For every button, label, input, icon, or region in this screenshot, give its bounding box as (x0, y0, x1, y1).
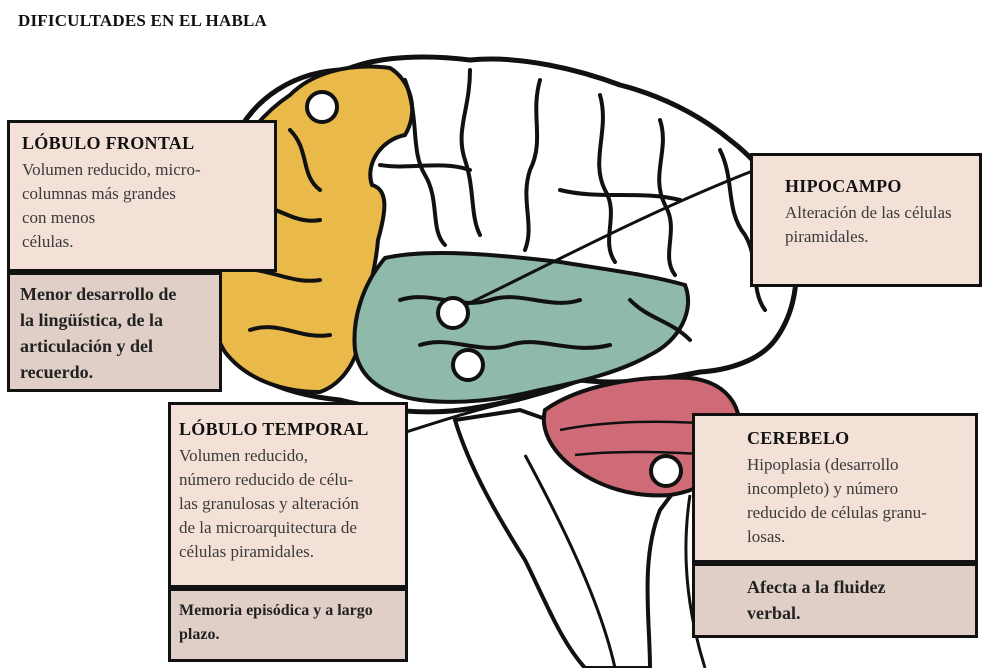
temporal-lobe-box: LÓBULO TEMPORAL Volumen reducido, número… (168, 402, 408, 588)
temporal-heading: LÓBULO TEMPORAL (179, 419, 397, 440)
cerebelo-body: Hipoplasia (desarrollo incompleto) y núm… (747, 453, 963, 549)
marker-cerebelo (651, 456, 681, 486)
marker-hipocampo (438, 298, 468, 328)
frontal-lobe-box: LÓBULO FRONTAL Volumen reducido, micro- … (7, 120, 277, 272)
marker-temporal (453, 350, 483, 380)
hipocampo-box: HIPOCAMPO Alteración de las células pira… (750, 153, 982, 287)
frontal-body: Volumen reducido, micro- columnas más gr… (22, 158, 262, 254)
frontal-note: Menor desarrollo de la lingüística, de l… (7, 272, 222, 392)
cerebelo-box: CEREBELO Hipoplasia (desarrollo incomple… (692, 413, 978, 563)
frontal-heading: LÓBULO FRONTAL (22, 133, 262, 154)
hipocampo-body: Alteración de las células piramidales. (785, 201, 965, 249)
marker-frontal (307, 92, 337, 122)
hipocampo-heading: HIPOCAMPO (785, 176, 965, 197)
cerebelo-heading: CEREBELO (747, 428, 963, 449)
temporal-note: Memoria episódica y a largo plazo. (168, 588, 408, 662)
temporal-body: Volumen reducido, número reducido de cél… (179, 444, 397, 564)
cerebelo-note: Afecta a la fluidez verbal. (692, 563, 978, 638)
